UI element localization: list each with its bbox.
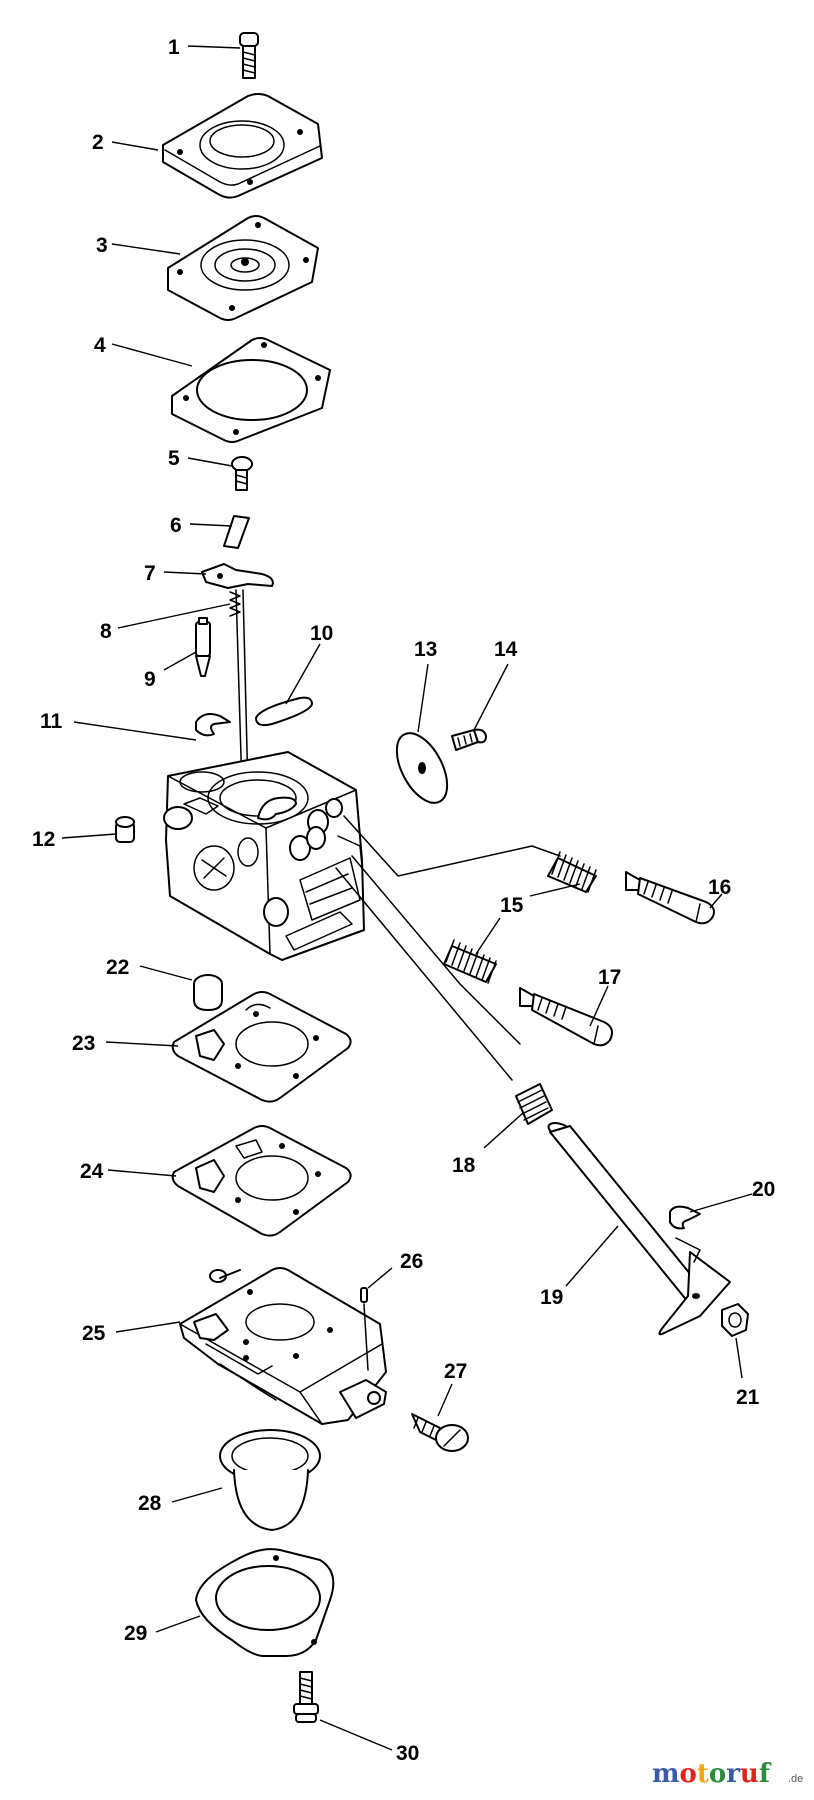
callout-11: 11	[40, 710, 63, 733]
part-30-screw	[293, 1671, 319, 1723]
part-6-pin	[223, 515, 250, 549]
callout-30: 30	[396, 1742, 419, 1765]
callout-17: 17	[598, 966, 621, 989]
watermark-letter: t	[697, 1759, 709, 1789]
callout-22: 22	[106, 956, 129, 979]
part-28-primer-bulb	[219, 1429, 321, 1531]
part-24-gasket	[171, 1125, 352, 1237]
part-29-retainer	[195, 1548, 335, 1657]
part-3-diaphragm	[167, 215, 319, 321]
part-21-nut	[721, 1303, 749, 1337]
callout-15: 15	[500, 894, 524, 917]
watermark-letter: o	[709, 1759, 726, 1789]
callout-26: 26	[400, 1250, 423, 1273]
callout-2: 2	[92, 131, 104, 154]
callout-27: 27	[444, 1360, 467, 1383]
part-25-pump-cover	[179, 1267, 387, 1425]
part-15-spring-lower	[443, 939, 497, 984]
part-7-metering-lever	[201, 563, 274, 589]
part-27-screw	[411, 1413, 469, 1452]
callout-24: 24	[80, 1160, 104, 1183]
part-1-screw	[239, 32, 259, 79]
callout-3: 3	[96, 234, 108, 257]
callout-5: 5	[168, 447, 180, 470]
watermark-letter: u	[740, 1759, 759, 1789]
callout-25: 25	[82, 1322, 106, 1345]
callout-10: 10	[310, 622, 333, 645]
callout-18: 18	[452, 1154, 476, 1177]
callout-14: 14	[494, 638, 518, 661]
part-9-needle-valve	[195, 617, 211, 677]
watermark-letter: r	[726, 1759, 740, 1789]
callout-9: 9	[144, 668, 156, 691]
part-2-diaphragm-cover	[162, 93, 323, 199]
watermark-logo: motoruf .de	[652, 1759, 803, 1789]
callout-13: 13	[414, 638, 437, 661]
part-5-screw	[231, 456, 253, 491]
part-23-gasket	[171, 991, 352, 1103]
callout-labels: 1 2 3 4 5 6 7 8 9 10 11 12 13 14 15 16 1…	[32, 36, 775, 1765]
part-20-clip	[669, 1205, 701, 1230]
callout-12: 12	[32, 828, 55, 851]
part-16-adjusting-screw	[625, 871, 715, 925]
callout-23: 23	[72, 1032, 95, 1055]
watermark-letter: o	[680, 1759, 697, 1789]
callout-4: 4	[94, 334, 106, 357]
watermark-letter: f	[759, 1759, 772, 1789]
part-17-adjusting-screw	[519, 987, 613, 1047]
part-26-pin	[360, 1287, 369, 1371]
part-4-gasket	[171, 337, 331, 443]
callout-21: 21	[736, 1386, 760, 1409]
callout-7: 7	[144, 562, 156, 585]
part-14-screw	[451, 728, 487, 751]
callout-19: 19	[540, 1286, 563, 1309]
callout-8: 8	[100, 620, 112, 643]
leader-lines	[61, 45, 753, 1751]
callout-29: 29	[124, 1622, 147, 1645]
part-11-clip	[195, 713, 231, 737]
part-22-filter	[193, 974, 223, 1011]
watermark-letter: m	[652, 1759, 680, 1789]
callout-20: 20	[752, 1178, 775, 1201]
part-19-throttle-shaft	[547, 1122, 731, 1336]
part-13-disc	[395, 732, 449, 804]
callout-16: 16	[708, 876, 731, 899]
callout-1: 1	[168, 36, 180, 59]
svg-text:motoruf: motoruf	[652, 1759, 772, 1789]
part-12-plug	[115, 816, 135, 843]
part-10-seal	[255, 696, 313, 727]
callout-6: 6	[170, 514, 182, 537]
callout-28: 28	[138, 1492, 162, 1515]
watermark-suffix: .de	[788, 1773, 803, 1785]
part-15-spring-upper	[547, 851, 597, 893]
part-8-spring	[229, 591, 241, 617]
part-18-spring	[515, 1083, 553, 1125]
carburetor-body	[163, 751, 365, 961]
